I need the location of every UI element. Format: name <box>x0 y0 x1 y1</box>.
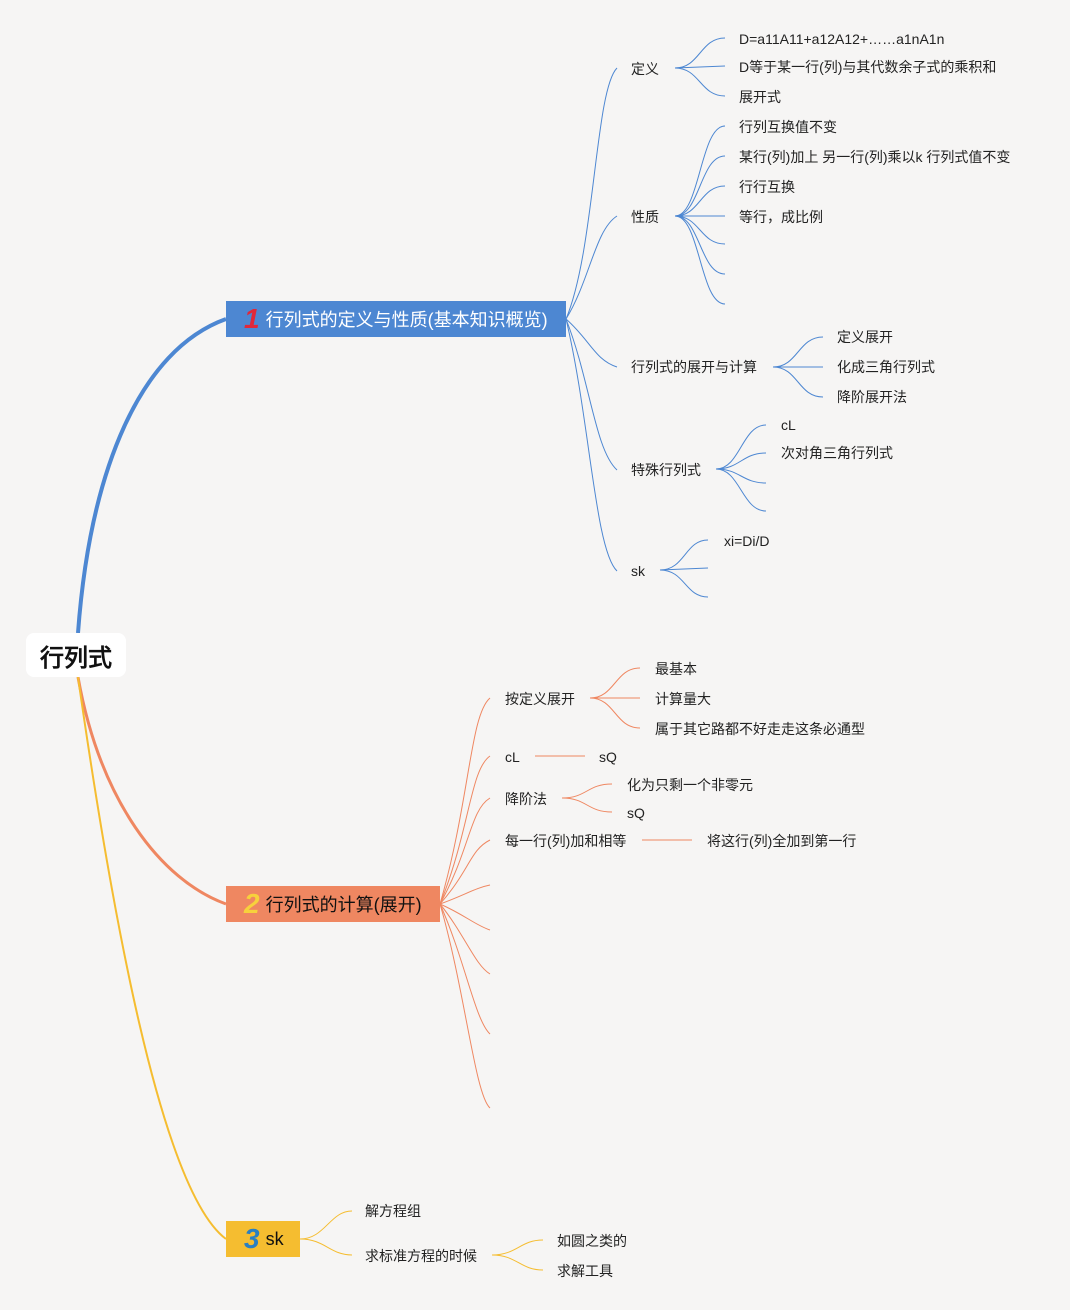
topic-by-definition[interactable]: 按定义展开 <box>505 691 575 707</box>
reduction-item[interactable]: sQ <box>627 805 645 821</box>
root-branch3-connector <box>77 676 227 1240</box>
root-branch2-connector <box>76 676 227 906</box>
topic-definition[interactable]: 定义 <box>631 61 659 77</box>
row-sum-item[interactable]: 将这行(列)全加到第一行 <box>707 833 857 849</box>
branch-3-number: 3 <box>244 1223 260 1254</box>
branch1-connectors <box>565 37 824 598</box>
definition-item[interactable]: D等于某一行(列)与其代数余子式的乘积和 <box>739 59 997 75</box>
branch-1-label: 行列式的定义与性质(基本知识概览) <box>265 310 548 330</box>
definition-item[interactable]: 展开式 <box>739 89 781 105</box>
topic-properties[interactable]: 性质 <box>631 209 659 225</box>
topic-cl[interactable]: cL <box>505 749 520 765</box>
topic-special[interactable]: 特殊行列式 <box>631 462 701 478</box>
branch-1-topic[interactable]: 1 行列式的定义与性质(基本知识概览) <box>226 301 566 337</box>
expansion-item[interactable]: 降阶展开法 <box>837 389 907 405</box>
property-item[interactable]: 等行，成比例 <box>739 209 823 225</box>
topic-expansion[interactable]: 行列式的展开与计算 <box>631 359 757 375</box>
root-topic[interactable]: 行列式 <box>26 633 126 677</box>
root-branch1-connector <box>76 317 227 634</box>
property-item[interactable]: 某行(列)加上 另一行(列)乘以k 行列式值不变 <box>739 149 1011 165</box>
special-item[interactable]: 次对角三角行列式 <box>781 445 893 461</box>
branch-3-label: sk <box>265 1228 284 1249</box>
sk-item[interactable]: xi=Di/D <box>724 533 770 549</box>
topic-solve-equations[interactable]: 解方程组 <box>365 1203 421 1219</box>
property-item[interactable]: 行行互换 <box>739 179 795 195</box>
branch3-connectors <box>299 1210 544 1271</box>
expansion-item[interactable]: 定义展开 <box>837 329 893 345</box>
standard-equation-item[interactable]: 求解工具 <box>557 1263 613 1279</box>
by-definition-item[interactable]: 最基本 <box>655 661 697 677</box>
root-label: 行列式 <box>40 644 112 672</box>
definition-item[interactable]: D=a11A11+a12A12+……a1nA1n <box>739 31 945 47</box>
branch-3-topic[interactable]: 3 sk <box>226 1221 300 1257</box>
branch-1-number: 1 <box>244 303 260 334</box>
by-definition-item[interactable]: 属于其它路都不好走走这条必通型 <box>655 721 865 737</box>
topic-standard-equation[interactable]: 求标准方程的时候 <box>365 1248 477 1264</box>
reduction-item[interactable]: 化为只剩一个非零元 <box>627 777 753 793</box>
branch2-connectors <box>439 667 692 1109</box>
topic-reduction[interactable]: 降阶法 <box>505 791 547 807</box>
special-item[interactable]: cL <box>781 417 796 433</box>
standard-equation-item[interactable]: 如圆之类的 <box>557 1233 627 1249</box>
by-definition-item[interactable]: 计算量大 <box>655 691 711 707</box>
expansion-item[interactable]: 化成三角行列式 <box>837 359 935 375</box>
branch-2-number: 2 <box>244 888 260 919</box>
topic-row-sum[interactable]: 每一行(列)加和相等 <box>505 833 627 849</box>
property-item[interactable]: 行列互换值不变 <box>739 119 837 135</box>
topic-sk[interactable]: sk <box>631 563 645 579</box>
branch-2-topic[interactable]: 2 行列式的计算(展开) <box>226 886 440 922</box>
cl-item[interactable]: sQ <box>599 749 617 765</box>
branch-2-label: 行列式的计算(展开) <box>265 895 422 915</box>
